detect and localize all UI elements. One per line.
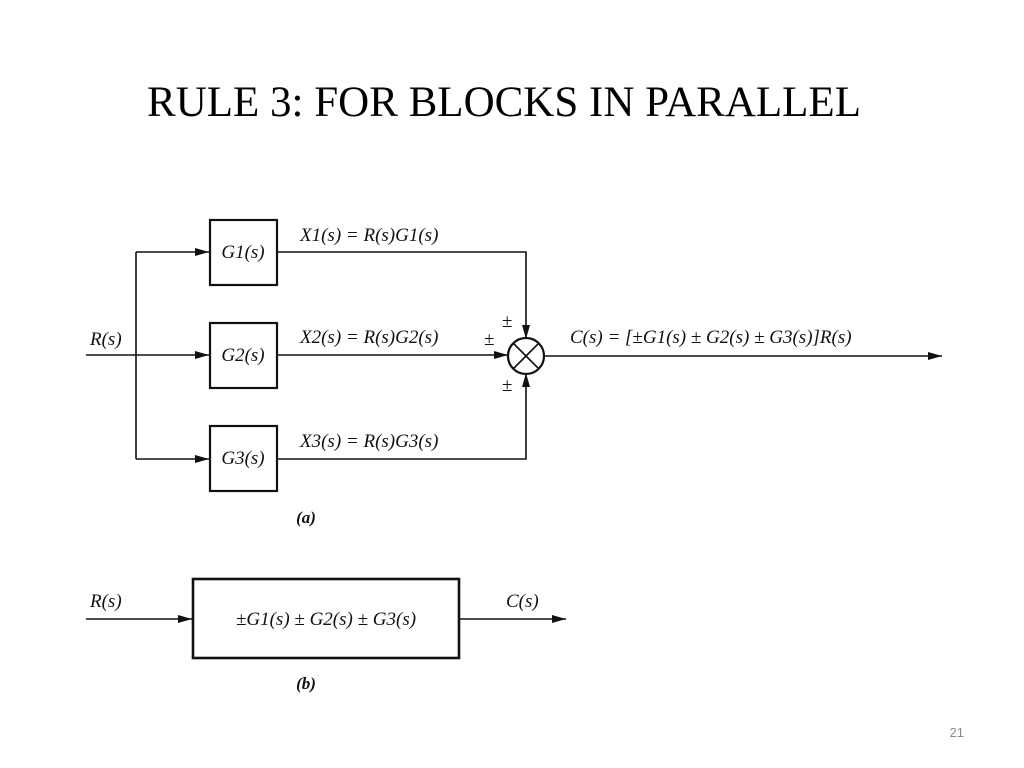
input-label-a: R(s) — [89, 329, 122, 350]
block-g2 — [208, 321, 279, 390]
caption-a: (a) — [296, 508, 316, 527]
page-number: 21 — [949, 725, 964, 740]
x1-equation: X1(s) = R(s)G1(s) — [299, 225, 438, 246]
sign-left: ± — [484, 329, 494, 350]
output-path-1 — [277, 251, 530, 339]
output-path-3 — [277, 373, 530, 460]
equivalent-block-label: ±G1(s) ± G2(s) ± G3(s) — [236, 609, 416, 630]
diagram-a: R(s) G1(s) G2(s) G3(s) X1(s) = R(s)G1(s)… — [86, 218, 942, 527]
output-label-b: C(s) — [506, 591, 539, 612]
block-g1-label: G1(s) — [221, 242, 264, 263]
caption-b: (b) — [296, 674, 316, 693]
slide-title: RULE 3: FOR BLOCKS IN PARALLEL — [147, 79, 861, 126]
output-equation-a: C(s) = [±G1(s) ± G2(s) ± G3(s)]R(s) — [570, 327, 852, 348]
x3-equation: X3(s) = R(s)G3(s) — [299, 431, 438, 452]
block-g3-label: G3(s) — [221, 448, 264, 469]
sign-top: ± — [502, 311, 512, 332]
diagram-b: R(s) ±G1(s) ± G2(s) ± G3(s) C(s) (b) — [86, 577, 566, 693]
sign-bottom: ± — [502, 375, 512, 396]
block-g2-label: G2(s) — [221, 345, 264, 366]
input-label-b: R(s) — [89, 591, 122, 612]
x2-equation: X2(s) = R(s)G2(s) — [299, 327, 438, 348]
summing-cross-b — [512, 342, 540, 370]
block-g1 — [208, 218, 279, 287]
